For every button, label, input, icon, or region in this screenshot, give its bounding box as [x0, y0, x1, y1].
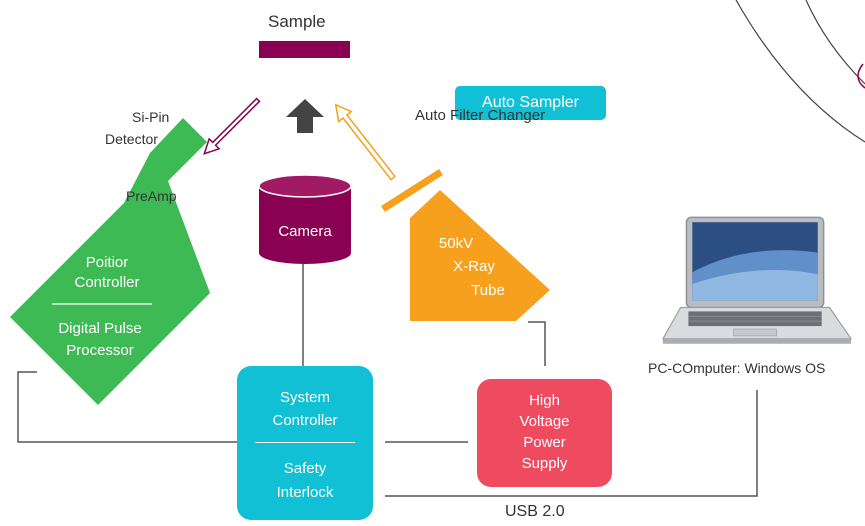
system-divider-line	[255, 442, 355, 443]
auto-sampler-badge: Auto Sampler	[455, 86, 606, 120]
detector-label-line1: Si-Pin	[132, 109, 170, 125]
hv-label-line2: Voltage	[519, 413, 570, 430]
sample-label: Sample	[268, 12, 326, 31]
system-controller-label-line1: System	[279, 389, 330, 406]
detector-label-line2: Detector	[105, 131, 158, 147]
filter-changer-bar	[381, 169, 443, 212]
decorative-arcs	[735, 0, 865, 143]
detector-controller-shape	[10, 118, 210, 405]
tube-to-hv-line	[528, 321, 546, 366]
camera-up-arrow	[286, 99, 324, 133]
preamp-label: PreAmp	[126, 188, 177, 204]
laptop-icon	[661, 216, 853, 344]
system-controller-box: System Controller Safety Interlock	[237, 366, 373, 520]
excitation-arrow	[334, 103, 397, 181]
position-controller-label-line2: Controller	[74, 274, 140, 291]
hv-label-line1: High	[529, 392, 560, 409]
safety-interlock-label-line1: Safety	[283, 460, 327, 477]
xray-tube-label-line1: 50kV	[438, 235, 474, 252]
fluorescence-arrow	[203, 97, 261, 155]
hv-label-line4: Supply	[521, 455, 568, 472]
connector-lines	[17, 264, 758, 497]
hv-label-line3: Power	[523, 434, 566, 451]
xray-tube-label-line2: X-Ray	[453, 258, 495, 275]
system-controller-label-line2: Controller	[272, 412, 338, 429]
dpp-label-line1: Digital Pulse	[58, 320, 142, 337]
hv-power-supply-box: High Voltage Power Supply	[477, 379, 612, 487]
safety-interlock-label-line2: Interlock	[276, 484, 334, 501]
camera-cylinder	[258, 174, 352, 264]
xray-tube-shape	[410, 190, 550, 321]
xray-tube-label-line3: Tube	[471, 282, 505, 299]
dpp-to-system-line	[17, 371, 237, 443]
pc-label: PC-COmputer: Windows OS	[648, 360, 826, 376]
camera-label: Camera	[278, 223, 332, 240]
system-to-pc-line	[385, 390, 758, 497]
sample-bar	[259, 41, 350, 58]
auto-filter-changer-label: Auto Filter Changer	[415, 107, 546, 124]
position-controller-label-line1: Poitior	[85, 254, 129, 271]
dpp-label-line2: Processor	[66, 342, 134, 359]
usb-label: USB 2.0	[505, 503, 565, 520]
